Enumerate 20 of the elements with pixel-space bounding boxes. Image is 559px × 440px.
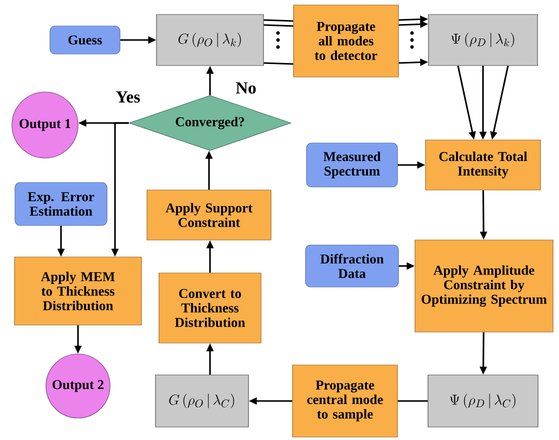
connector-line xyxy=(264,19,294,22)
process-box: Calculate Total Intensity xyxy=(425,140,541,190)
process-box: Propagate all modes to detector xyxy=(293,4,399,78)
process-box: Apply Support Constraint xyxy=(146,190,272,240)
connector-line xyxy=(264,62,294,65)
process-box: Apply Amplitude Constraint by Optimizing Spectrum xyxy=(414,240,554,332)
process-box: Propagate central mode to sample xyxy=(292,364,398,438)
input-box: Measured Spectrum xyxy=(306,142,398,188)
function-box: $\Psi\left(\rho_D \,|\, \lambda_C\right)$ xyxy=(428,374,538,428)
input-box: Diffraction Data xyxy=(305,244,399,288)
function-box: $G\left(\rho_O \,|\, \lambda_k\right)$ xyxy=(156,14,264,66)
connector-line xyxy=(264,24,294,27)
process-box: Apply MEM to Thickness Distribution xyxy=(14,256,142,326)
connector-line xyxy=(398,400,428,402)
function-box: $\Psi\left(\rho_D \,|\, \lambda_k\right)$ xyxy=(428,14,538,66)
input-box: Exp. Error Estimation xyxy=(14,182,108,226)
function-box: $G\left(\rho_O \,|\, \lambda_C\right)$ xyxy=(155,374,249,428)
process-box: Convert to Thickness Distribution xyxy=(158,272,262,344)
input-box: Guess xyxy=(50,26,120,54)
edge-label: No xyxy=(236,82,256,94)
